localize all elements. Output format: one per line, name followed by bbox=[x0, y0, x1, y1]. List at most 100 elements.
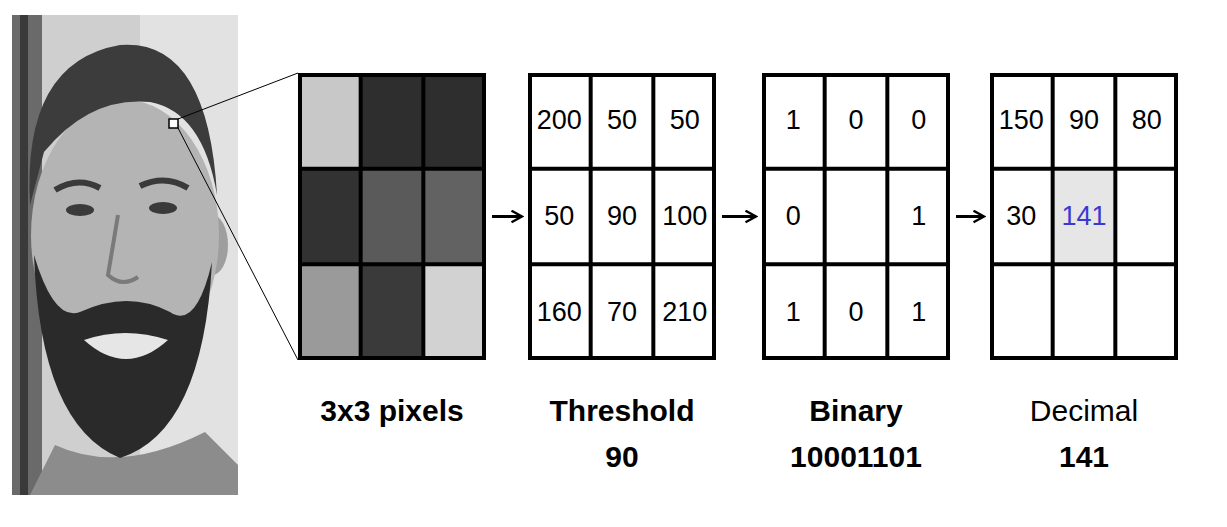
grid-cell: 1 bbox=[764, 75, 823, 167]
flow-arrow bbox=[492, 215, 522, 218]
pixel bbox=[361, 169, 424, 265]
pixel bbox=[423, 73, 486, 169]
grid-cell: 30 bbox=[992, 171, 1051, 263]
grid-line bbox=[589, 73, 593, 360]
grid-line bbox=[762, 262, 950, 266]
grid-line bbox=[528, 262, 716, 266]
grid-caption: Decimal141 bbox=[954, 388, 1214, 480]
pixel-grid: 3x3 pixels bbox=[298, 73, 486, 360]
cell-value: 1 bbox=[911, 203, 926, 230]
grid-cell: 1 bbox=[889, 171, 948, 263]
hair bbox=[29, 45, 217, 205]
grid-cell: 70 bbox=[593, 266, 652, 358]
grid-line bbox=[1113, 73, 1117, 360]
cell-value: 150 bbox=[999, 107, 1044, 134]
smile bbox=[84, 333, 168, 359]
zoom-line bbox=[178, 128, 298, 360]
pixel bbox=[423, 169, 486, 265]
eye bbox=[149, 202, 177, 214]
pixel bbox=[298, 73, 361, 169]
grid-cell: 0 bbox=[827, 266, 886, 358]
nose bbox=[108, 215, 138, 282]
eyebrow bbox=[140, 180, 188, 188]
grid-cell: 150 bbox=[992, 75, 1051, 167]
beard bbox=[34, 255, 212, 458]
zoom-line bbox=[178, 73, 298, 119]
cell-value: 50 bbox=[670, 107, 700, 134]
caption-title: Binary bbox=[726, 388, 986, 434]
grid-cell: 90 bbox=[593, 171, 652, 263]
cell-value: 0 bbox=[911, 107, 926, 134]
pixel bbox=[423, 264, 486, 360]
grid-line bbox=[651, 73, 655, 360]
cell-value: 0 bbox=[848, 299, 863, 326]
cell-value: 80 bbox=[1132, 107, 1162, 134]
flow-arrow bbox=[956, 215, 984, 218]
eyebrow bbox=[55, 182, 100, 190]
grid-cell: 0 bbox=[827, 75, 886, 167]
sample-square bbox=[169, 119, 178, 128]
grid-cell: 200 bbox=[530, 75, 589, 167]
grid-caption: Binary10001101 bbox=[726, 388, 986, 480]
value-grid: Binary1000110110001101 bbox=[762, 73, 950, 360]
cell-value: 0 bbox=[848, 107, 863, 134]
grid-cell: 0 bbox=[764, 171, 823, 263]
caption-title: 3x3 pixels bbox=[262, 388, 522, 434]
cell-value: 50 bbox=[544, 203, 574, 230]
grid-caption: 3x3 pixels bbox=[262, 388, 522, 434]
grid-line bbox=[823, 73, 827, 360]
pixel bbox=[361, 264, 424, 360]
value-grid: Threshold902005050509010016070210 bbox=[528, 73, 716, 360]
grid-line bbox=[359, 73, 363, 360]
cell-value: 50 bbox=[607, 107, 637, 134]
caption-value: 90 bbox=[492, 434, 752, 480]
cell-value: 1 bbox=[786, 299, 801, 326]
grid-cell: 0 bbox=[889, 75, 948, 167]
grid-cell: 50 bbox=[593, 75, 652, 167]
pixel bbox=[298, 169, 361, 265]
grid-line bbox=[298, 262, 486, 266]
grid-cell: 50 bbox=[655, 75, 714, 167]
caption-value: 141 bbox=[954, 434, 1214, 480]
grid-line bbox=[762, 167, 950, 171]
grid-cell: 1 bbox=[764, 266, 823, 358]
cell-value: 90 bbox=[1069, 107, 1099, 134]
cell-value: 30 bbox=[1006, 203, 1036, 230]
cell-value: 160 bbox=[537, 299, 582, 326]
pixel bbox=[361, 73, 424, 169]
grid-cell: 141 bbox=[1055, 171, 1114, 263]
cell-value: 90 bbox=[607, 203, 637, 230]
grid-cell: 160 bbox=[530, 266, 589, 358]
eye bbox=[66, 204, 94, 216]
grid-cell: 90 bbox=[1055, 75, 1114, 167]
grid-cell: 1 bbox=[889, 266, 948, 358]
cell-value: 141 bbox=[1061, 203, 1106, 230]
grid-line bbox=[421, 73, 425, 360]
cell-value: 100 bbox=[662, 203, 707, 230]
face-photo bbox=[12, 15, 238, 495]
grid-cell: 210 bbox=[655, 266, 714, 358]
photo-background bbox=[12, 15, 238, 495]
caption-value: 10001101 bbox=[726, 434, 986, 480]
grid-caption: Threshold90 bbox=[492, 388, 752, 480]
pixel-cells bbox=[298, 73, 486, 360]
cell-value: 70 bbox=[607, 299, 637, 326]
value-grid: Decimal141150908030141 bbox=[990, 73, 1178, 360]
cell-value: 210 bbox=[662, 299, 707, 326]
grid-cell: 80 bbox=[1117, 75, 1176, 167]
grid-line bbox=[298, 167, 486, 171]
cell-value: 200 bbox=[537, 107, 582, 134]
grid-line bbox=[528, 167, 716, 171]
caption-title: Threshold bbox=[492, 388, 752, 434]
cell-value: 1 bbox=[786, 107, 801, 134]
grid-line bbox=[885, 73, 889, 360]
grid-lines bbox=[298, 73, 1178, 360]
cell-value: 0 bbox=[786, 203, 801, 230]
flow-arrow bbox=[722, 215, 756, 218]
pixel bbox=[298, 264, 361, 360]
grid-line bbox=[990, 262, 1178, 266]
grid-cell: 100 bbox=[655, 171, 714, 263]
door-frame-edge bbox=[20, 15, 28, 495]
caption-title: Decimal bbox=[954, 388, 1214, 434]
